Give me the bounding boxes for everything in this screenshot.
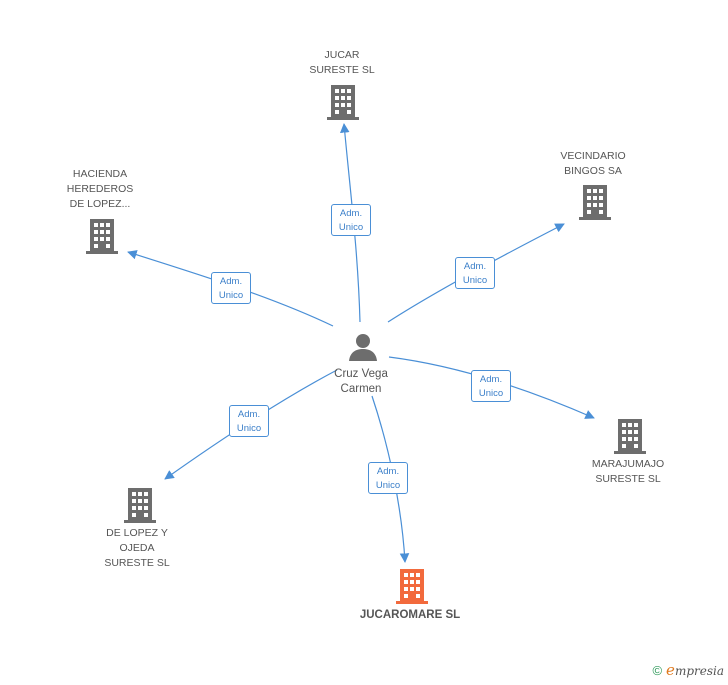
edge-label-marajumajo[interactable]: Adm. Unico [471,370,511,402]
building-icon[interactable] [579,184,611,220]
node-label-delopez[interactable]: DE LOPEZ Y OJEDA SURESTE SL [104,527,170,569]
node-label-jucaromare[interactable]: JUCAROMARE SL [359,609,461,621]
building-icon-main[interactable] [396,568,428,604]
person-label[interactable]: Cruz Vega Carmen [334,368,388,395]
edge-label-hacienda[interactable]: Adm. Unico [211,272,251,304]
node-label-marajumajo[interactable]: MARAJUMAJO SURESTE SL [591,458,665,485]
copyright-footer: © empresia [652,661,724,679]
copyright-icon: © [652,662,663,678]
edge-label-vecindario[interactable]: Adm. Unico [455,257,495,289]
node-label-jucar[interactable]: JUCAR SURESTE SL [309,49,375,76]
edge-label-jucaromare[interactable]: Adm. Unico [368,462,408,494]
node-label-hacienda[interactable]: HACIENDA HEREDEROS DE LOPEZ... [66,168,134,210]
building-icon[interactable] [327,84,359,120]
building-icon[interactable] [86,218,118,254]
building-icon[interactable] [614,418,646,454]
edge-label-jucar[interactable]: Adm. Unico [331,204,371,236]
person-icon[interactable] [348,332,378,362]
node-label-vecindario[interactable]: VECINDARIO BINGOS SA [560,150,626,177]
building-icon[interactable] [124,487,156,523]
edge-label-delopez[interactable]: Adm. Unico [229,405,269,437]
brand-logo[interactable]: empresia [666,661,724,679]
